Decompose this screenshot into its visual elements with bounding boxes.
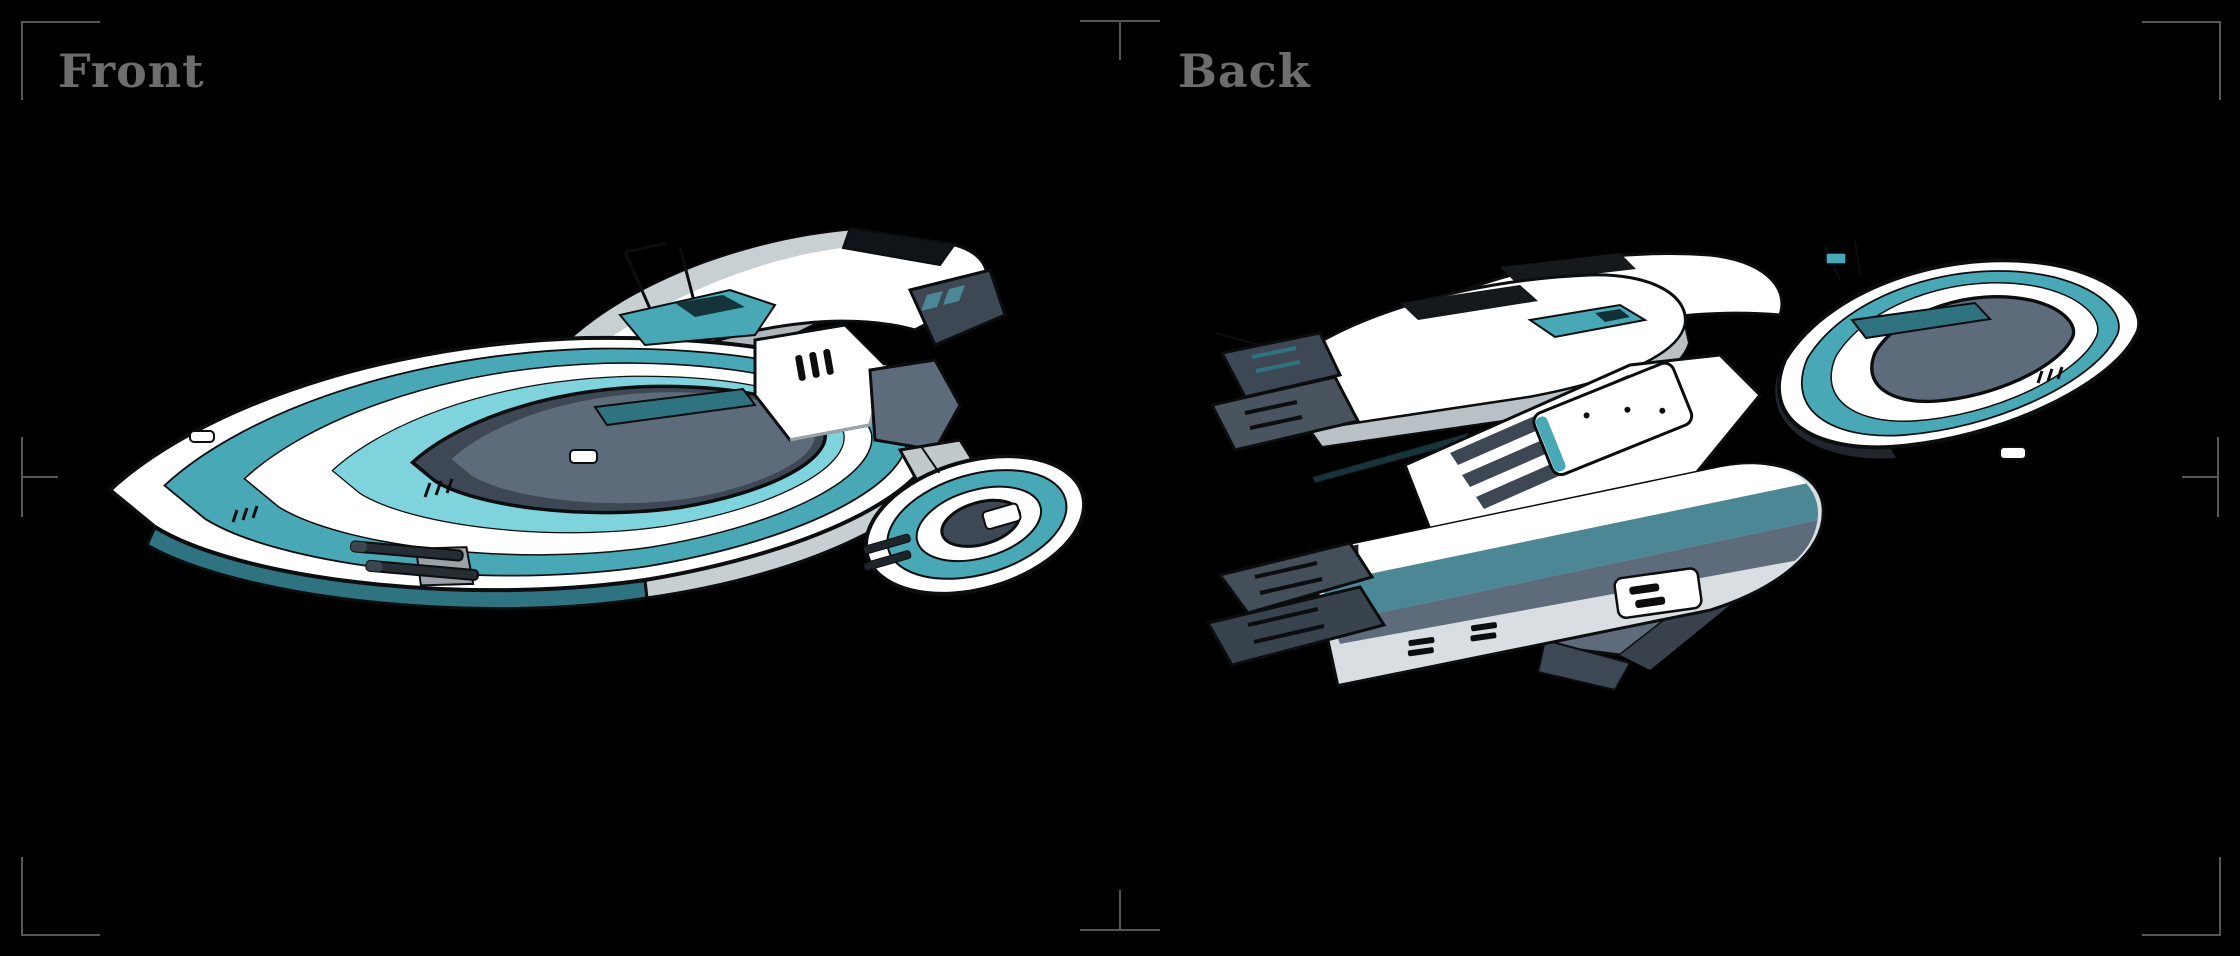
nacelle-thruster-pod — [1613, 567, 1703, 620]
deck-platform — [1850, 301, 1993, 340]
lower-strut — [1536, 638, 1632, 692]
pylon-vents — [795, 348, 834, 381]
exhaust-wedge — [1209, 375, 1361, 452]
panel-back: Back — [1120, 0, 2240, 956]
vent-slats — [231, 478, 454, 523]
equipment-pod — [1532, 361, 1694, 477]
spaceship-back-view-illustration — [1205, 239, 2140, 692]
nacelle-antenna — [1214, 332, 1261, 346]
nacelle-hatch — [1500, 253, 1636, 283]
aft-block — [868, 358, 962, 452]
front-view-label: Front — [58, 44, 205, 98]
back-view-label: Back — [1178, 44, 1311, 98]
fin-wedge — [1217, 541, 1375, 615]
saucer-thruster — [1999, 446, 2027, 460]
disc-gun-barrel — [863, 550, 912, 571]
disc-antenna — [920, 446, 941, 474]
panel-front: Front — [58, 44, 1085, 611]
saucer-rear-view — [1775, 239, 2140, 460]
vent-slats — [1407, 622, 1498, 657]
hull-lamps — [189, 430, 598, 464]
vent-slats — [2036, 366, 2064, 384]
saucer-mast-pod — [1825, 252, 1847, 265]
slate-band — [1332, 520, 1818, 644]
lower-nacelle — [1205, 462, 1825, 688]
deck-platform — [593, 387, 757, 427]
disc-hub-pod — [981, 502, 1022, 530]
engine-disc — [862, 446, 1085, 596]
nacelle-hatch — [1400, 285, 1538, 320]
belly-gun-turret — [349, 540, 480, 587]
disc-gun-barrel — [862, 533, 911, 555]
spaceship-front-view-illustration — [108, 226, 1085, 611]
teal-band — [1321, 483, 1818, 623]
fin-wedge — [1205, 585, 1387, 667]
